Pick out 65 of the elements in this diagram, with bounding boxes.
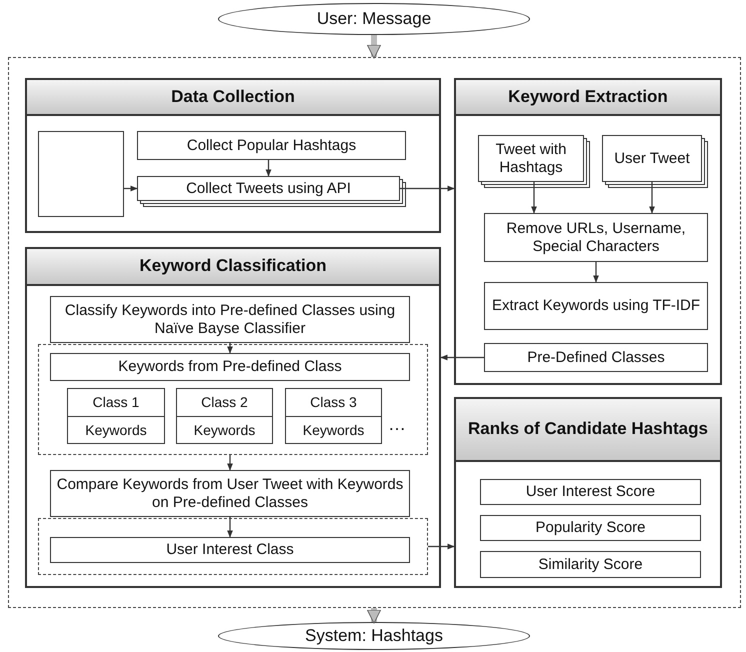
arrow [124, 186, 138, 192]
box-text: Extract Keywords using TF-IDF [492, 297, 700, 315]
arrow [227, 455, 233, 471]
arrow [227, 517, 233, 538]
class-heading: Class 3 [309, 393, 358, 412]
cell-text: Keywords [68, 416, 164, 443]
box-text: Collect Tweets using API [186, 180, 351, 198]
process-box [478, 135, 584, 182]
process-panel [454, 78, 722, 385]
class-table [285, 388, 382, 444]
process-box [480, 551, 701, 578]
dashed-group-box [8, 57, 741, 608]
process-box [50, 296, 410, 343]
arrow [440, 354, 484, 360]
class-table [67, 388, 165, 444]
process-box [484, 343, 708, 372]
cell-text: Keywords [286, 416, 381, 443]
arrow [227, 343, 233, 354]
arrow [649, 182, 655, 214]
box-text: Pre-Defined Classes [527, 348, 665, 366]
box-text: Compare Keywords from User Tweet with Keywords on Pre-defined Classes [56, 476, 404, 512]
box-text: Tweet with Hashtags [494, 140, 568, 176]
box-text: System: Hashtags [305, 626, 443, 646]
class-heading: Class 2 [200, 393, 249, 412]
class-heading: Class 1 [92, 393, 140, 412]
panel-title: Data Collection [27, 80, 439, 116]
box-text: Classify Keywords into Pre-defined Classes using Naïve Bayse Classifier [64, 302, 396, 338]
process-box [602, 135, 702, 182]
process-box [137, 176, 400, 201]
box-text: User Interest Class [166, 541, 294, 559]
process-box [137, 131, 406, 160]
ellipsis-mark: … [388, 414, 406, 435]
process-panel [454, 397, 722, 588]
box-text: Collect Popular Hashtags [186, 136, 356, 154]
class-table [176, 388, 273, 444]
process-box [484, 282, 708, 330]
block-arrow [367, 35, 381, 59]
process-box [480, 515, 701, 541]
process-box [50, 537, 410, 563]
arrow [593, 262, 599, 283]
dashed-group-box [38, 344, 428, 455]
panel-title: Ranks of Candidate Hashtags [456, 399, 720, 462]
arrow [428, 544, 455, 550]
box-text: Keywords from Pre-defined Class [118, 358, 342, 376]
box-text: User: Message [316, 9, 432, 29]
panel-title: Keyword Extraction [456, 80, 720, 116]
panel-title: Keyword Classification [27, 249, 439, 286]
process-panel [25, 78, 441, 233]
process-box [50, 470, 410, 517]
block-arrow [367, 608, 381, 624]
process-box [484, 213, 708, 262]
box-text: Remove URLs, Username, Special Characters [505, 220, 687, 256]
box-text: Popularity Score [535, 519, 646, 537]
process-box [480, 479, 701, 505]
dashed-group-box [38, 518, 428, 575]
box-text: User Tweet [614, 150, 690, 168]
source-box [38, 131, 124, 217]
process-panel [25, 247, 441, 588]
arrow [266, 160, 272, 177]
process-box [50, 353, 410, 381]
cell-text: Keywords [177, 416, 272, 443]
box-text: Similarity Score [538, 556, 643, 574]
box-text: User Interest Score [526, 483, 656, 501]
arrow [400, 186, 455, 192]
arrow [531, 182, 537, 214]
